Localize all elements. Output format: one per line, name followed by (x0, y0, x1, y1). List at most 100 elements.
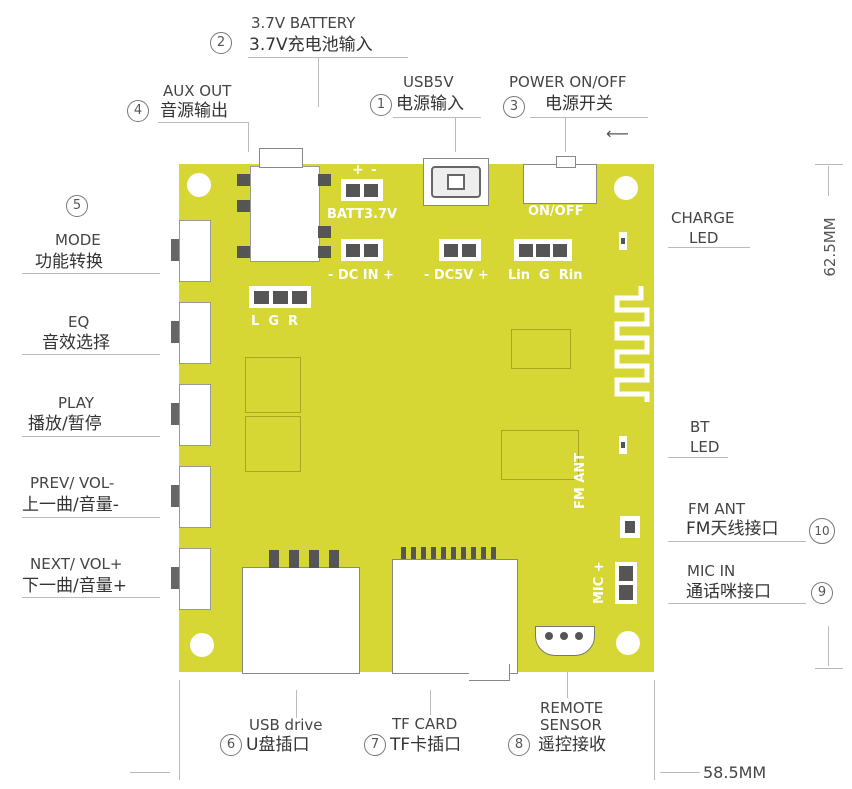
usb-drive-pin-4 (329, 550, 339, 568)
lgr-pin-1 (254, 291, 269, 304)
mount-hole-bottom-right (616, 631, 640, 655)
bt-led-underline (668, 457, 728, 458)
lgr-label: L G R (251, 314, 299, 329)
usb-drive-pin-2 (289, 550, 299, 568)
next-button[interactable] (179, 548, 211, 610)
dc5v-pin-1 (444, 244, 458, 257)
usb-drive-port (242, 567, 360, 674)
play-button-nub[interactable] (171, 403, 179, 425)
batt-pin-2 (364, 184, 378, 197)
mic-board-label: MIC + (592, 561, 607, 604)
callout-number-7: 7 (364, 734, 386, 756)
usb-drive-label-en: USB drive (249, 716, 323, 734)
aux-in-pin-2 (536, 244, 550, 257)
power-switch[interactable] (523, 164, 597, 204)
chip-outline-3 (511, 329, 571, 369)
charge-led-label-en: CHARGE (671, 209, 735, 227)
remote-sensor-label-en2: SENSOR (540, 716, 602, 734)
callout-number-1: 1 (370, 94, 392, 116)
power-switch-label-cn: 电源开关 (545, 94, 613, 114)
lgr-pin-3 (292, 291, 307, 304)
usb5v-label-en: USB5V (403, 73, 454, 91)
callout-number-9: 9 (811, 582, 833, 604)
micro-usb-inner (431, 166, 481, 198)
height-dim-line-bottom (828, 626, 829, 666)
power-switch-leader (565, 117, 566, 152)
pcb-board: + - BATT3.7V ON/OFF - DC IN + - DC5V + L… (171, 148, 654, 681)
aux-jack-top (259, 148, 303, 168)
battery-underline (248, 57, 408, 58)
callout-number-5: 5 (66, 195, 88, 217)
callout-number-4: 4 (127, 100, 149, 122)
eq-button[interactable] (179, 302, 211, 364)
usb5v-underline (393, 117, 481, 118)
remote-sensor-leader (567, 670, 568, 698)
battery-label-en: 3.7V BATTERY (251, 14, 356, 32)
dc-in-pin-1 (346, 244, 360, 257)
prev-label-en: PREV/ VOL- (30, 474, 115, 492)
batt-label: BATT3.7V (327, 207, 398, 222)
tf-card-leader (430, 690, 431, 715)
power-switch-knob[interactable] (556, 156, 576, 168)
aux-jack-pad-4 (318, 174, 331, 186)
bt-led-label-en: BT (690, 418, 710, 436)
mode-button[interactable] (179, 220, 211, 282)
play-underline (22, 436, 160, 437)
width-dim-line-left (130, 772, 170, 773)
callout-number-2: 2 (210, 32, 232, 54)
width-dim-label: 58.5MM (703, 763, 767, 782)
mic-in-underline (668, 603, 806, 604)
power-switch-underline (530, 117, 648, 118)
bt-antenna-trace (614, 286, 650, 402)
width-dim-right (654, 680, 655, 780)
aux-out-underline (158, 122, 248, 123)
usb5v-label-cn: 电源输入 (396, 94, 464, 114)
next-button-nub[interactable] (171, 567, 179, 589)
battery-label-cn: 3.7V充电池输入 (249, 35, 373, 55)
chip-outline-4 (501, 430, 579, 480)
usb-drive-pin-1 (269, 550, 279, 568)
tf-card-pins (401, 547, 501, 559)
width-dim-left (179, 680, 180, 780)
play-label-cn: 播放/暂停 (28, 414, 102, 434)
aux-in-label: Lin G Rin (508, 268, 583, 283)
onoff-label: ON/OFF (528, 204, 584, 219)
mic-pin-2 (619, 585, 633, 600)
mode-button-nub[interactable] (171, 239, 179, 261)
play-button[interactable] (179, 384, 211, 446)
remote-sensor-label-en: REMOTE (540, 699, 604, 717)
dc-in-label: - DC IN + (328, 268, 394, 283)
charge-led-label-en2: LED (689, 229, 719, 247)
aux-out-label-cn: 音源输出 (160, 101, 228, 121)
bt-led-label-en2: LED (690, 438, 720, 456)
dc5v-pin-2 (462, 244, 476, 257)
mode-label-cn: 功能转换 (35, 252, 103, 272)
width-dim-line-right (660, 772, 700, 773)
tf-card-label-en: TF CARD (392, 715, 458, 733)
mount-hole-top-right (614, 176, 638, 200)
power-switch-label-en: POWER ON/OFF (509, 73, 627, 91)
remote-sensor-label-cn: 遥控接收 (538, 735, 606, 755)
eq-underline (22, 354, 160, 355)
aux-jack-pad-2 (237, 200, 250, 212)
dc-in-pin-2 (364, 244, 378, 257)
height-dim-label: 62.5MM (821, 217, 839, 277)
fm-ant-underline (668, 541, 806, 542)
height-dim-bottom (815, 668, 843, 669)
tf-card-edge (469, 664, 510, 681)
mode-underline (22, 273, 160, 274)
mic-in-label-en: MIC IN (687, 562, 736, 580)
tf-card-label-cn: TF卡插口 (390, 735, 462, 755)
usb-drive-leader (296, 690, 297, 718)
mic-in-label-cn: 通话咪接口 (686, 582, 771, 602)
chip-outline-1 (245, 357, 301, 413)
charge-led-underline (668, 247, 750, 248)
height-dim-line-top (828, 166, 829, 196)
eq-button-nub[interactable] (171, 321, 179, 343)
mic-pin-1 (619, 566, 633, 581)
prev-button-nub[interactable] (171, 485, 179, 507)
callout-number-3: 3 (503, 96, 525, 118)
prev-button[interactable] (179, 466, 211, 528)
fm-ant-pad-center (625, 521, 635, 533)
aux-out-leader (248, 122, 249, 152)
